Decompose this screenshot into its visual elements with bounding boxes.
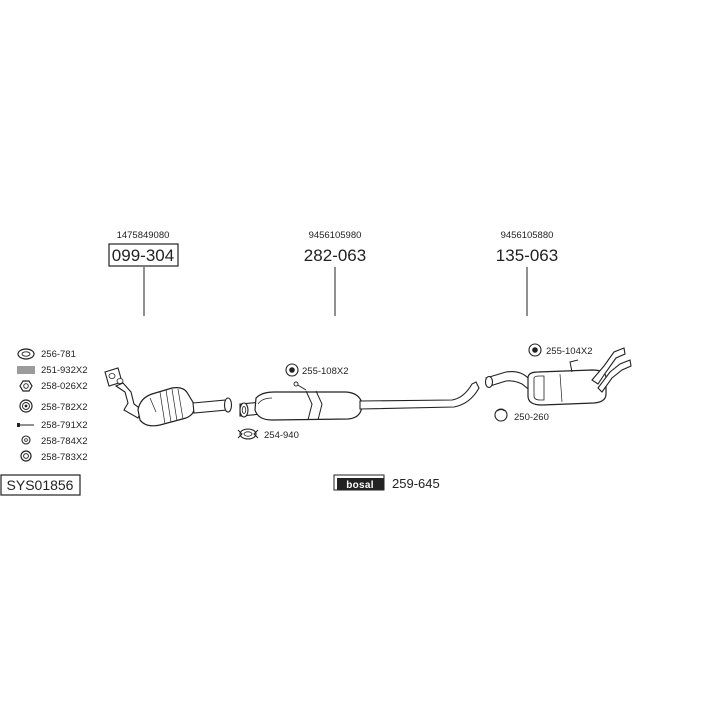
part-label-rear-silencer[interactable]: 9456105880 135-063 <box>496 230 558 316</box>
catalytic-converter-drawing[interactable] <box>104 367 233 427</box>
hex-nut-icon <box>19 380 33 392</box>
rear-silencer-drawing[interactable] <box>484 347 632 406</box>
oem-number: 9456105980 <box>309 230 362 241</box>
system-id: SYS01856 <box>7 477 74 493</box>
accessory-item[interactable]: 258-784X2 <box>21 435 87 447</box>
accessory-label: 254-940 <box>264 430 299 441</box>
accessory-item[interactable]: 255-104X2 <box>528 343 592 357</box>
bolt-icon <box>17 423 34 427</box>
middle-silencer-drawing[interactable] <box>239 381 480 421</box>
accessory-item[interactable]: 255-108X2 <box>285 363 348 377</box>
accessory-item[interactable]: 250-260 <box>494 408 549 423</box>
accessory-item[interactable]: 258-026X2 <box>19 380 87 392</box>
brand-name: bosal <box>346 480 374 491</box>
flange-nut-icon <box>19 399 33 413</box>
clamp-icon <box>237 428 259 440</box>
accessory-item[interactable]: 256-781 <box>17 348 76 360</box>
accessory-label: 258-026X2 <box>41 381 87 392</box>
accessory-label: 255-108X2 <box>302 366 348 377</box>
accessory-item[interactable]: 254-940 <box>237 428 299 441</box>
lock-washer-icon <box>20 450 32 462</box>
oem-number: 1475849080 <box>117 230 170 241</box>
rubber-mount-icon <box>528 343 542 357</box>
part-number-box <box>108 243 179 267</box>
washer-icon <box>21 435 31 445</box>
spring-icon <box>17 366 35 374</box>
system-id-box: SYS01856 <box>0 474 81 496</box>
rubber-mount-icon <box>285 363 299 377</box>
accessory-item[interactable]: 258-791X2 <box>17 420 87 431</box>
accessory-label: 258-783X2 <box>41 452 87 463</box>
part-number: 099-304 <box>112 246 174 265</box>
accessory-label: 258-784X2 <box>41 436 87 447</box>
accessory-label: 251-932X2 <box>41 365 87 376</box>
accessory-label: 250-260 <box>514 412 549 423</box>
part-label-catalyst[interactable]: 1475849080 099-304 <box>108 230 179 316</box>
accessory-item[interactable]: 258-782X2 <box>19 399 87 413</box>
accessory-label: 255-104X2 <box>546 346 592 357</box>
pipe-clamp-icon <box>494 408 508 422</box>
accessory-legend: 256-781 251-932X2 258-026X2 <box>17 348 87 463</box>
accessory-label: 256-781 <box>41 349 76 360</box>
gasket-ring-icon <box>17 348 35 360</box>
kit-part-number[interactable]: 259-645 <box>392 476 440 491</box>
part-number: 135-063 <box>496 246 558 265</box>
part-number: 282-063 <box>304 246 366 265</box>
accessory-item[interactable]: 258-783X2 <box>20 450 87 463</box>
accessory-item[interactable]: 251-932X2 <box>17 365 87 376</box>
oem-number: 9456105880 <box>501 230 554 241</box>
bosal-logo: bosal <box>333 474 385 491</box>
part-label-middle-silencer[interactable]: 9456105980 282-063 <box>304 230 366 316</box>
accessory-label: 258-782X2 <box>41 402 87 413</box>
accessory-label: 258-791X2 <box>41 420 87 431</box>
